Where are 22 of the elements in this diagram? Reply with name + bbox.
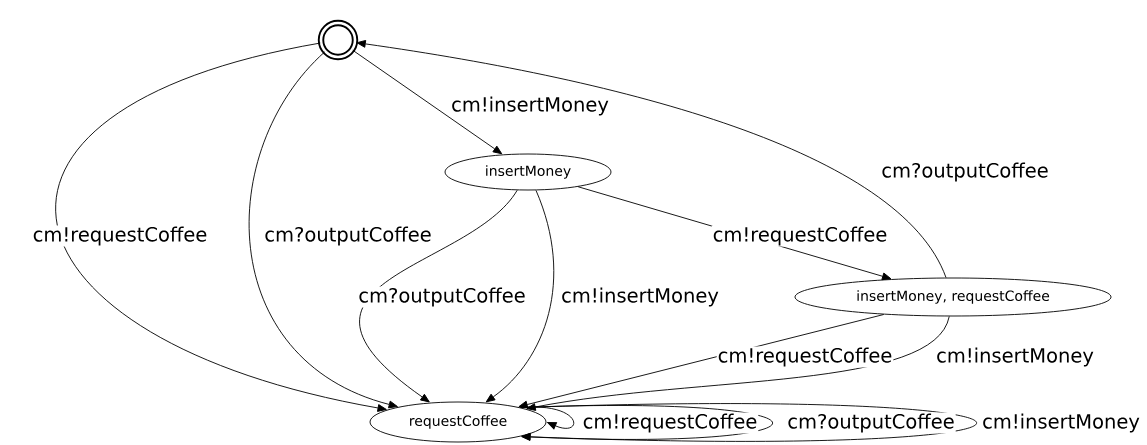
edge-label: cm?outputCoffee bbox=[880, 161, 1050, 183]
edge-label: cm!insertMoney bbox=[981, 412, 1141, 434]
edge-label: cm?outputCoffee bbox=[263, 225, 433, 247]
arrow bbox=[356, 40, 947, 278]
edge-label: cm!insertMoney bbox=[935, 346, 1095, 368]
arrow bbox=[518, 314, 885, 409]
edge-label: cm?outputCoffee bbox=[357, 286, 527, 308]
edge-label: cm!requestCoffee bbox=[31, 225, 209, 247]
edge-label: cm!insertMoney bbox=[560, 286, 720, 308]
start-state bbox=[317, 19, 359, 61]
arrow bbox=[485, 189, 555, 403]
arrow bbox=[359, 189, 518, 403]
edge-label: cm!insertMoney bbox=[450, 95, 610, 117]
arrow bbox=[526, 316, 950, 411]
edge-label: cm?outputCoffee bbox=[786, 412, 956, 434]
arrow bbox=[248, 51, 398, 409]
arrow bbox=[352, 49, 503, 155]
edge-label: cm!requestCoffee bbox=[711, 225, 889, 247]
arrow bbox=[56, 42, 387, 412]
arrow bbox=[520, 403, 978, 442]
edge-label: cm!requestCoffee bbox=[581, 412, 759, 434]
edge-label: cm!requestCoffee bbox=[716, 346, 894, 368]
